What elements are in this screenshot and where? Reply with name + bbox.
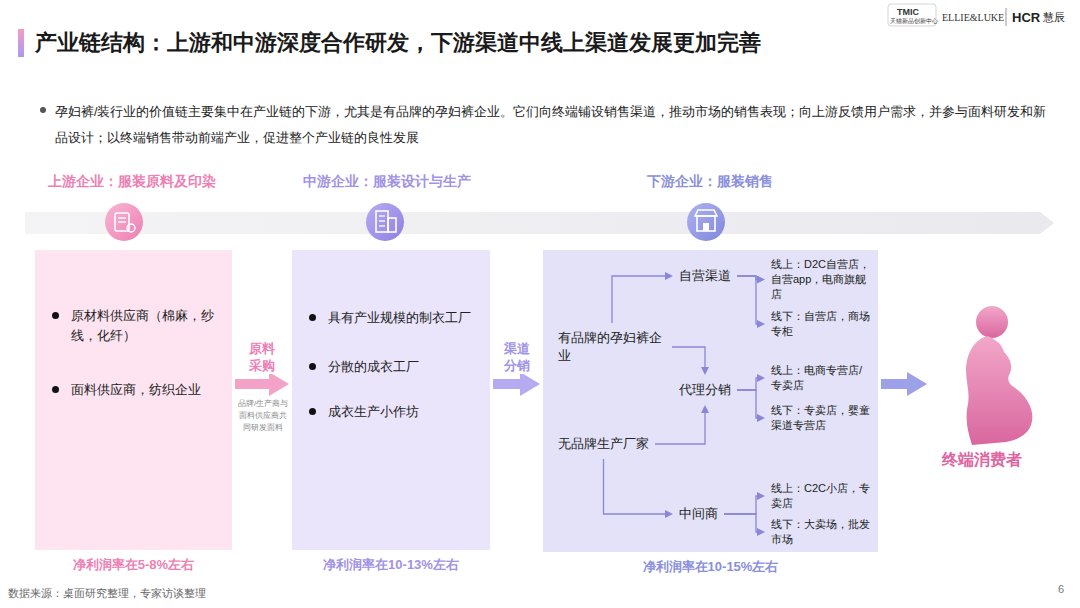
node-label: 代理分销 [679, 381, 731, 399]
channel-connector [655, 411, 705, 444]
stage-band [25, 212, 1054, 234]
flow-arrow [881, 379, 913, 389]
consumer-node: 终端消费者 [930, 300, 1070, 478]
stage-heading: 中游企业：服装设计与生产 [303, 173, 471, 191]
intro-bullet [40, 107, 46, 113]
flow-arrow [493, 379, 526, 389]
channel-detail: 线下：自营店，商场专柜 [768, 306, 874, 342]
channel-detail: 线上：D2C自营店，自营app，电商旗舰店 [768, 254, 874, 305]
upstream-icon [105, 203, 143, 241]
channel-connector [604, 459, 668, 514]
channel-connector [612, 276, 667, 323]
channel-node: 代理分销 [676, 378, 734, 402]
node-label: 自营渠道 [679, 267, 731, 285]
node-label: 线上：C2C小店，专卖店 [771, 481, 871, 511]
logo-text: HCR [1012, 9, 1040, 26]
downstream-icon [687, 203, 725, 241]
midstream-panel: 中游企业：服装设计与生产具有产业规模的制衣工厂分散的成衣工厂成衣生产小作坊净利润… [292, 250, 490, 550]
edge-label: 渠道分销 [502, 340, 532, 374]
channel-connector [737, 390, 759, 418]
flow-arrow [235, 379, 275, 389]
channel-connector [672, 347, 705, 369]
profit-margin: 净利润率在10-15%左右 [543, 558, 878, 576]
logo-text: 天猫新品创新中心 [890, 17, 938, 25]
arrow-note: 品牌/生产商与面料供应商共同研发面料 [236, 398, 290, 434]
company-node: 无品牌生产厂家 [555, 432, 652, 456]
page-title: 产业链结构：上游和中游深度合作研发，下游渠道中线上渠道发展更加完善 [35, 27, 761, 59]
node-label: 终端消费者 [942, 450, 1022, 471]
node-label: 线下：自营店，商场专柜 [771, 309, 871, 339]
node-label: 线下：专卖店，婴童渠道专营店 [771, 403, 871, 433]
bullet-item: 具有产业规模的制衣工厂 [306, 308, 478, 328]
channel-connector [724, 514, 759, 532]
bullet-item: 分散的成衣工厂 [306, 357, 478, 377]
channel-connector [737, 276, 759, 280]
node-label: 有品牌的孕妇裤企业 [558, 329, 666, 365]
logo-text: ELLIE&LUKE [942, 11, 1004, 24]
node-label: 中间商 [679, 505, 718, 523]
logo-text: 慧辰 [1043, 10, 1065, 24]
node-label: 无品牌生产厂家 [558, 435, 649, 453]
bullet-item: 面料供应商，纺织企业 [49, 380, 220, 400]
page-number: 6 [1058, 582, 1064, 596]
source-note: 数据来源：桌面研究整理，专家访谈整理 [8, 586, 206, 600]
channel-detail: 线下：专卖店，婴童渠道专营店 [768, 400, 874, 436]
node-label: 线上：电商专营店/专卖店 [771, 363, 871, 393]
midstream-icon [366, 203, 404, 241]
channel-node: 自营渠道 [676, 264, 734, 288]
stage-heading: 下游企业：服装销售 [647, 173, 773, 191]
channel-connector [737, 276, 759, 324]
channel-detail: 线上：电商专营店/专卖店 [768, 360, 874, 396]
profit-margin: 净利润率在10-13%左右 [292, 556, 490, 574]
logo-divider [1006, 8, 1007, 26]
upstream-panel: 上游企业：服装原料及印染原材料供应商（棉麻，纱线，化纤）面料供应商，纺织企业净利… [35, 250, 232, 550]
company-node: 有品牌的孕妇裤企业 [555, 326, 669, 368]
channel-connector [724, 496, 759, 514]
bullet-item: 原材料供应商（棉麻，纱线，化纤） [49, 306, 220, 346]
intro-text: 孕妇裤/装行业的价值链主要集中在产业链的下游，尤其是有品牌的孕妇裤企业。它们向终… [55, 99, 1050, 151]
channel-connector [737, 378, 759, 390]
stage-heading: 上游企业：服装原料及印染 [48, 173, 216, 191]
downstream-panel: 下游企业：服装销售净利润率在10-15%左右有品牌的孕妇裤企业无品牌生产厂家自营… [543, 250, 878, 552]
node-label: 线上：D2C自营店，自营app，电商旗舰店 [771, 257, 871, 302]
node-label: 线下：大卖场，批发市场 [771, 517, 871, 547]
edge-label: 原料采购 [247, 340, 277, 374]
channel-node: 中间商 [676, 502, 721, 526]
profit-margin: 净利润率在5-8%左右 [35, 556, 232, 574]
logo-text: TMIC [897, 6, 919, 18]
channel-detail: 线下：大卖场，批发市场 [768, 514, 874, 550]
bullet-item: 成衣生产小作坊 [306, 402, 478, 422]
title-bar [18, 29, 24, 57]
channel-detail: 线上：C2C小店，专卖店 [768, 478, 874, 514]
